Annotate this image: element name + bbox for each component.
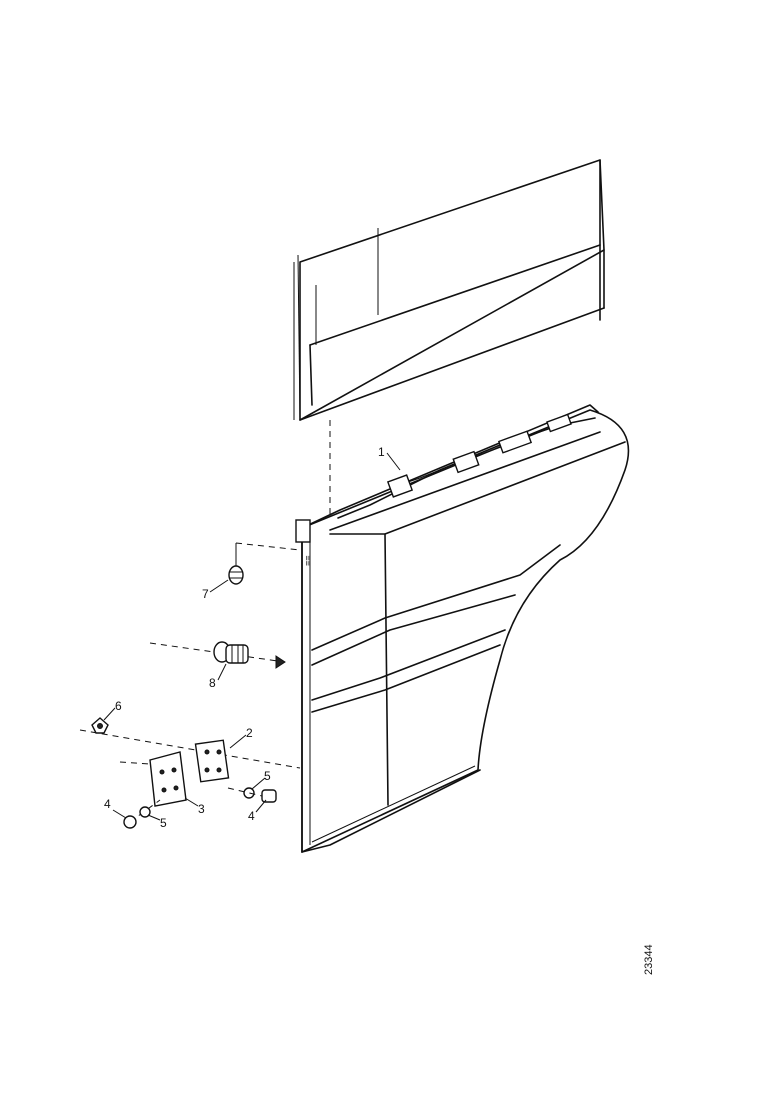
callout-1: 1 — [378, 445, 385, 459]
upper-body-panel — [293, 159, 605, 421]
callout-8: 8 — [209, 676, 216, 690]
drawing-number: 23344 — [643, 944, 655, 975]
screw-part-7 — [228, 542, 301, 585]
callout-4a: 4 — [104, 797, 111, 811]
screw-washer-left — [123, 799, 161, 829]
bolt-part-8 — [149, 641, 286, 669]
callout-7: 7 — [202, 587, 209, 601]
callout-6: 6 — [115, 699, 122, 713]
nut-part-6 — [79, 717, 301, 769]
callout-5a: 5 — [264, 769, 271, 783]
callout-2: 2 — [246, 726, 253, 740]
screw-washer-right — [227, 787, 277, 803]
hinge-part-2 — [194, 739, 230, 783]
door-panel: ≡≡ — [295, 404, 630, 853]
svg-text:≡≡: ≡≡ — [303, 555, 313, 566]
callout-leaders — [103, 452, 401, 821]
callout-labels: 1 2 3 4 4 5 5 6 7 8 — [104, 445, 385, 830]
callout-3: 3 — [198, 802, 205, 816]
callout-4b: 4 — [248, 809, 255, 823]
hinge-part-3 — [119, 751, 187, 807]
callout-5b: 5 — [160, 816, 167, 830]
